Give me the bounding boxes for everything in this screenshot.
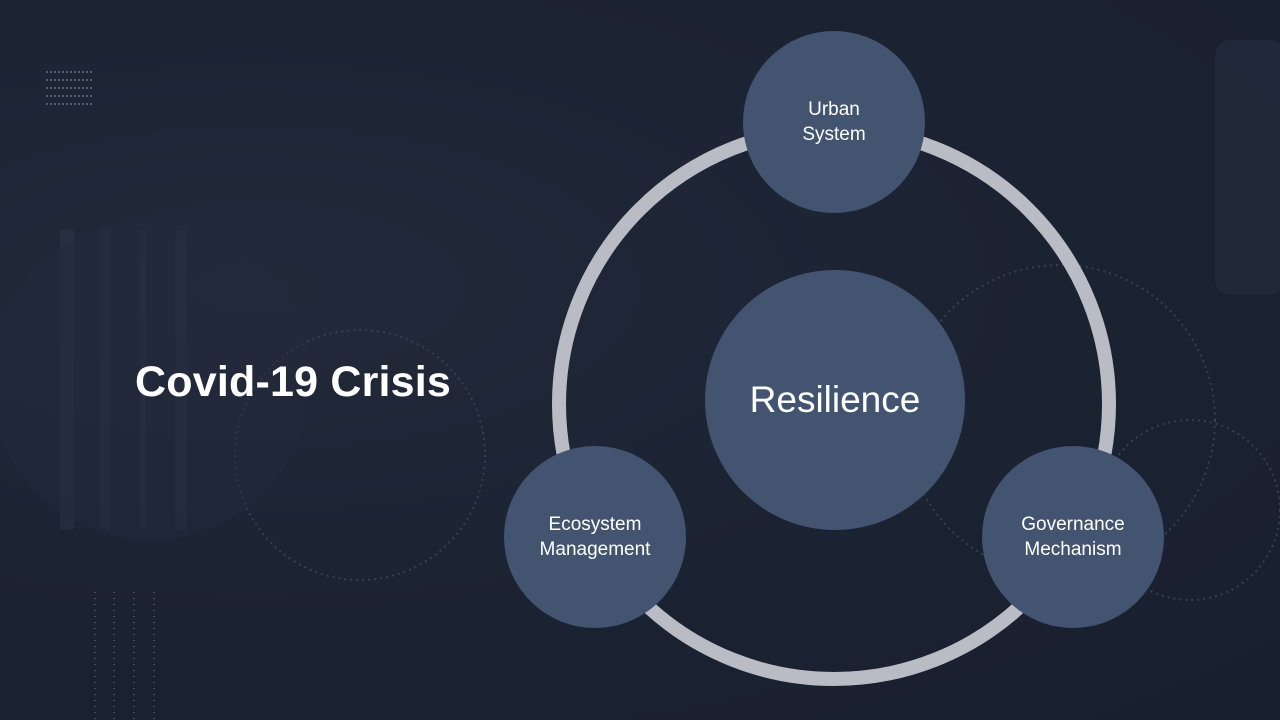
resilience-node: Resilience <box>705 270 965 530</box>
ecosystem-management-label: Ecosystem Management <box>539 514 651 560</box>
governance-mechanism-node: Governance Mechanism <box>982 446 1164 628</box>
dot-grid-decoration <box>46 71 92 105</box>
urban-system-label: Urban System <box>802 99 866 145</box>
slide-title: Covid-19 Crisis <box>135 358 452 406</box>
resilience-label: Resilience <box>749 379 921 420</box>
faint-disc-decoration <box>0 220 310 540</box>
governance-mechanism-label: Governance Mechanism <box>1021 514 1125 560</box>
faint-panel-decoration <box>1215 40 1280 295</box>
stripe-decoration <box>60 230 187 530</box>
urban-system-node: Urban System <box>743 31 925 213</box>
ecosystem-management-node: Ecosystem Management <box>504 446 686 628</box>
